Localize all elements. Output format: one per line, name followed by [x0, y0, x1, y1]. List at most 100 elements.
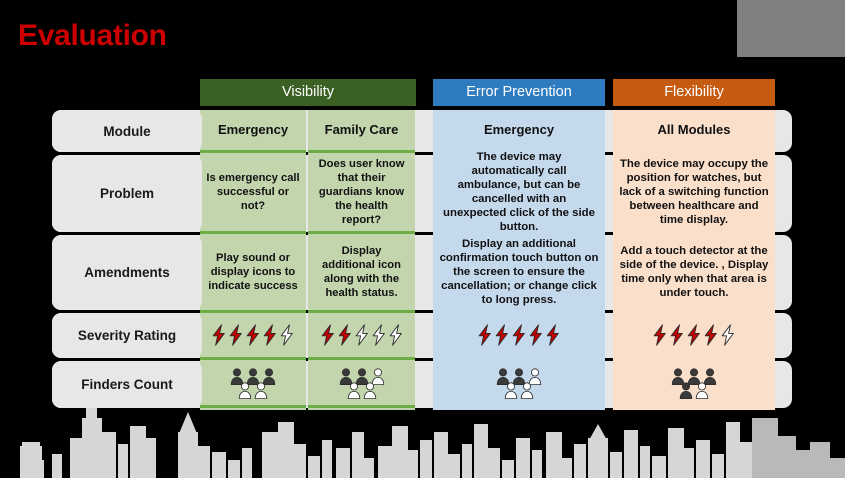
cell-module-col2-text: Family Care — [324, 122, 399, 137]
row-label-severity-rating: Severity Rating — [52, 313, 202, 358]
cell-severity-col1 — [200, 313, 306, 357]
cell-problem-col1-text: Is emergency call successful or not? — [206, 172, 300, 212]
cell-problem-col2-text: Does user know that their guardians know… — [318, 158, 405, 226]
row-label-finders-count: Finders Count — [52, 361, 202, 408]
lightning-bolt-icon — [546, 324, 559, 346]
cell-finders-col2 — [308, 360, 415, 406]
cell-amendments-col3-text: Display an additional confirmation touch… — [439, 238, 599, 306]
cell-finders-col4 — [613, 360, 775, 406]
cell-problem-col2: Does user know that their guardians know… — [308, 153, 415, 231]
lightning-bolt-icon — [687, 324, 700, 346]
person-icon — [230, 367, 244, 385]
finders-people-col2 — [339, 367, 385, 399]
person-icon — [363, 381, 376, 399]
divider-green-2a — [200, 231, 306, 234]
cell-amendments-col4: Add a touch detector at the side of the … — [613, 234, 775, 310]
divider-green-4a — [200, 357, 306, 360]
cell-module-col4-text: All Modules — [657, 122, 731, 137]
person-icon — [355, 367, 368, 385]
row-label-problem-text: Problem — [99, 186, 154, 201]
row-label-module-text: Module — [103, 123, 151, 139]
person-icon — [347, 381, 360, 399]
row-label-problem: Problem — [52, 155, 202, 232]
row-label-amendments: Amendments — [52, 235, 202, 310]
person-icon — [339, 367, 352, 385]
row-label-finders-count-text: Finders Count — [81, 377, 173, 392]
cell-problem-col4: The device may occupy the position for w… — [613, 153, 775, 231]
lightning-bolt-icon — [355, 324, 368, 346]
divider-green-5b — [308, 405, 415, 408]
person-icon — [504, 381, 518, 399]
row-label-module: Module — [52, 110, 202, 152]
person-icon — [254, 381, 268, 399]
severity-bolts-col4 — [652, 324, 736, 346]
category-header-error-prevention: Error Prevention — [433, 79, 605, 106]
lightning-bolt-icon — [338, 324, 351, 346]
finders-people-col3 — [496, 367, 542, 399]
cell-severity-col3 — [433, 313, 605, 357]
column-body-visibility-emergency — [200, 110, 306, 410]
cell-amendments-col3: Display an additional confirmation touch… — [433, 234, 605, 310]
cell-amendments-col2-text: Display additional icon along with the h… — [322, 245, 401, 299]
divider-green-5a — [200, 405, 306, 408]
cell-problem-col3: The device may automatically call ambula… — [433, 151, 605, 233]
cell-amendments-col1: Play sound or display icons to indicate … — [200, 234, 306, 310]
lightning-bolt-icon — [280, 324, 293, 346]
person-icon — [703, 367, 717, 385]
person-icon — [238, 381, 252, 399]
lightning-bolt-icon — [721, 324, 734, 346]
person-icon — [512, 367, 526, 385]
category-header-flexibility: Flexibility — [613, 79, 775, 106]
lightning-bolt-icon — [372, 324, 385, 346]
finders-row-top — [496, 367, 542, 385]
finders-row-bottom — [238, 381, 268, 399]
cell-module-col1-text: Emergency — [217, 122, 289, 137]
lightning-bolt-icon — [321, 324, 334, 346]
severity-bolts-col3 — [477, 324, 561, 346]
category-header-error-prevention-label: Error Prevention — [466, 84, 572, 100]
cell-finders-col3 — [433, 360, 605, 406]
person-icon — [520, 381, 534, 399]
person-icon — [679, 381, 693, 399]
row-label-amendments-text: Amendments — [84, 265, 170, 280]
category-header-visibility: Visibility — [200, 79, 416, 106]
divider-green-2b — [308, 231, 415, 234]
person-icon — [262, 367, 276, 385]
cell-problem-col1: Is emergency call successful or not? — [200, 153, 306, 231]
person-icon — [496, 367, 510, 385]
cell-module-col1: Emergency — [200, 110, 306, 150]
lightning-bolt-icon — [704, 324, 717, 346]
lightning-bolt-icon — [670, 324, 683, 346]
cell-problem-col3-text: The device may automatically call ambula… — [443, 151, 595, 233]
cell-severity-col2 — [308, 313, 415, 357]
person-icon — [671, 367, 685, 385]
lightning-bolt-icon — [389, 324, 402, 346]
finders-row-top — [230, 367, 276, 385]
page-title: Evaluation — [18, 19, 167, 52]
lightning-bolt-icon — [229, 324, 242, 346]
cell-module-col3: Emergency — [433, 110, 605, 150]
finders-row-top — [671, 367, 717, 385]
row-label-severity-rating-text: Severity Rating — [77, 328, 177, 343]
divider-green-4b — [308, 357, 415, 360]
person-icon — [695, 381, 709, 399]
divider-green-3a — [200, 310, 306, 313]
finders-row-bottom — [679, 381, 709, 399]
lightning-bolt-icon — [246, 324, 259, 346]
person-icon — [687, 367, 701, 385]
cell-module-col4: All Modules — [613, 110, 775, 150]
divider-green-3b — [308, 310, 415, 313]
column-body-errorprevention-emergency — [433, 110, 605, 410]
divider-green-1a — [200, 150, 306, 153]
cell-severity-col4 — [613, 313, 775, 357]
category-header-flexibility-label: Flexibility — [664, 84, 724, 100]
cell-amendments-col1-text: Play sound or display icons to indicate … — [208, 252, 298, 292]
finders-row-top — [339, 367, 385, 385]
finders-people-col1 — [230, 367, 276, 399]
cell-problem-col4-text: The device may occupy the position for w… — [619, 158, 769, 226]
cell-amendments-col2: Display additional icon along with the h… — [308, 234, 415, 310]
lightning-bolt-icon — [529, 324, 542, 346]
cell-finders-col1 — [200, 360, 306, 406]
cell-amendments-col4-text: Add a touch detector at the side of the … — [619, 245, 769, 299]
